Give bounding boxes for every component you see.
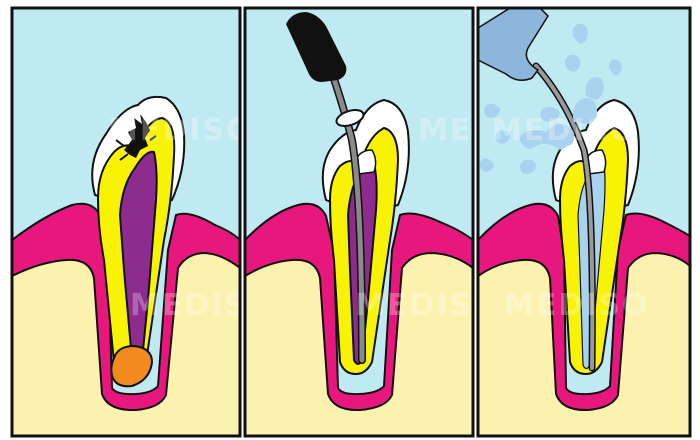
watermark-text: MEDISO <box>108 113 254 148</box>
panel-infected: MEDISO MEDISO <box>12 8 276 436</box>
watermark-text: MEDISO <box>504 288 650 323</box>
watermark-text: MEDISO <box>492 113 638 148</box>
panel-irrigation: MEDISO MEDISO <box>478 8 690 436</box>
